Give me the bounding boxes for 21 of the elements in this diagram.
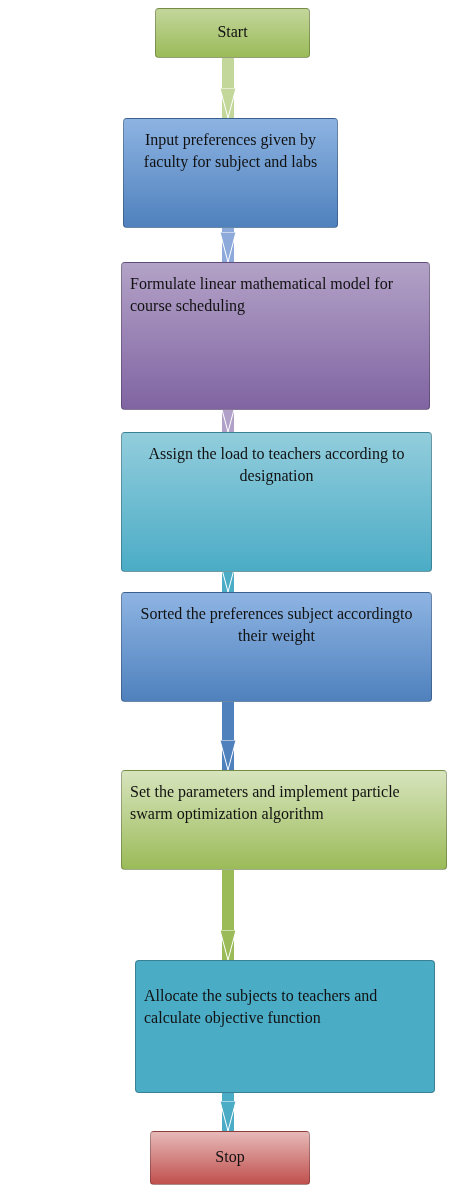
process-box (121, 262, 430, 410)
block-arrow (219, 228, 237, 263)
block-arrow (219, 58, 237, 119)
box-text: Stop (214, 1147, 246, 1168)
box-text: Set the parameters and implement particle swarm optimization algorithm (130, 782, 401, 825)
block-arrow (219, 870, 237, 961)
process-box (123, 118, 338, 228)
block-arrow (219, 702, 237, 771)
process-box (121, 770, 447, 870)
box-text: Allocate the subjects to teachers and calculate objective function (144, 986, 379, 1029)
box-text: Assign the load to teachers according to designation (147, 444, 406, 487)
box-text: Input preferences given by faculty for subject and labs (142, 130, 319, 173)
box-text: Sorted the preferences subject accordingto their weight (139, 604, 414, 647)
box-text: Start (216, 22, 249, 42)
process-box (121, 592, 432, 702)
box-text: Formulate linear mathematical model for course scheduling (130, 274, 394, 317)
block-arrow (219, 1093, 237, 1132)
process-box (150, 1131, 310, 1185)
process-box (135, 960, 435, 1093)
process-box (155, 8, 310, 58)
process-box (121, 432, 432, 572)
